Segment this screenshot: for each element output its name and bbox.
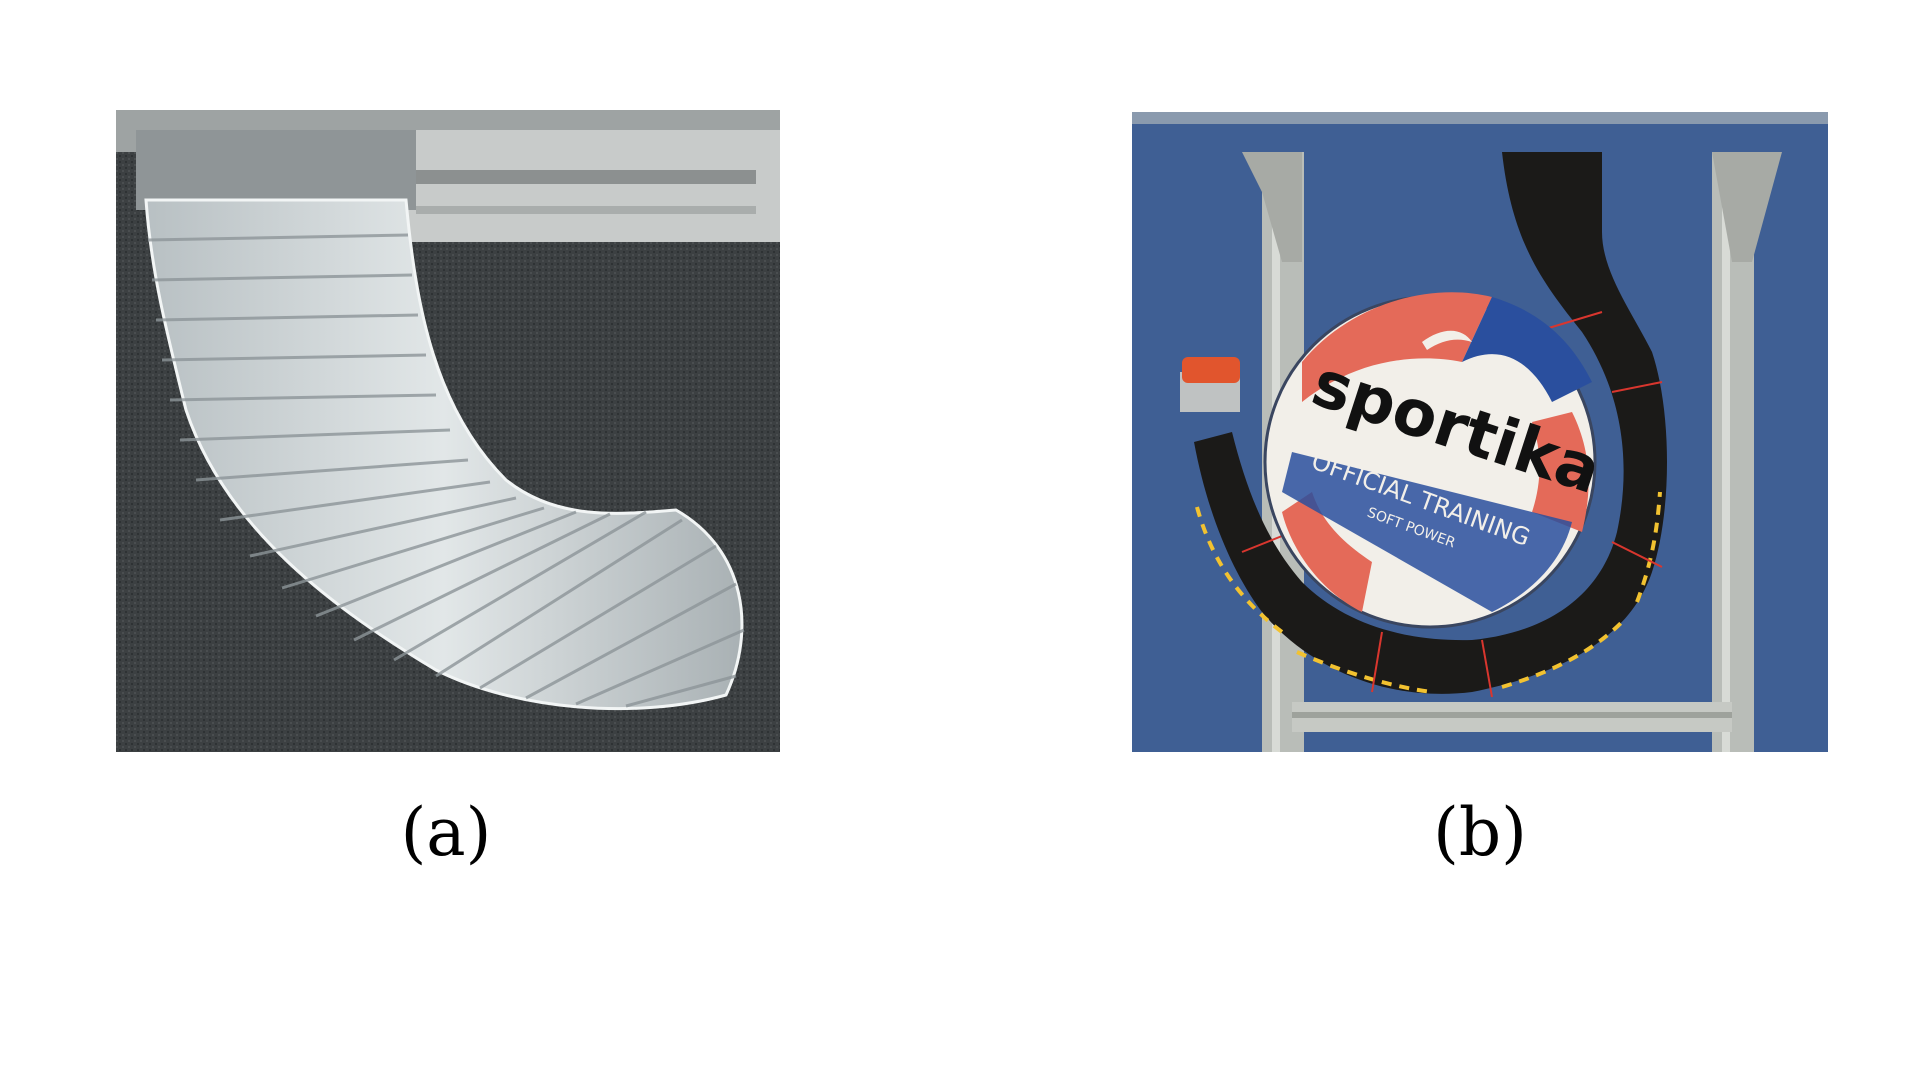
hose-ribs (147, 233, 745, 708)
hose-body (144, 198, 744, 711)
gripper-tip-orange (1182, 357, 1240, 383)
yellow-dash-markings (1195, 491, 1662, 694)
right-mount-plate (406, 130, 780, 242)
panel-b-caption: (b) (1433, 794, 1527, 871)
panel-a-caption: (a) (400, 794, 492, 871)
right-bracket (1712, 152, 1782, 262)
corrugated-hose-photo (116, 110, 780, 752)
gripper-illustration: sportika OFFICIAL TRAINING SOFT POWER (1132, 112, 1828, 752)
hose-illustration (116, 110, 780, 752)
red-stitches (1241, 311, 1663, 698)
gripper-ball-photo: sportika OFFICIAL TRAINING SOFT POWER (1132, 112, 1828, 752)
left-bracket (1242, 152, 1302, 262)
soft-gripper (1194, 152, 1667, 694)
top-frame-beam (1132, 112, 1828, 124)
hose-collar (136, 130, 416, 210)
